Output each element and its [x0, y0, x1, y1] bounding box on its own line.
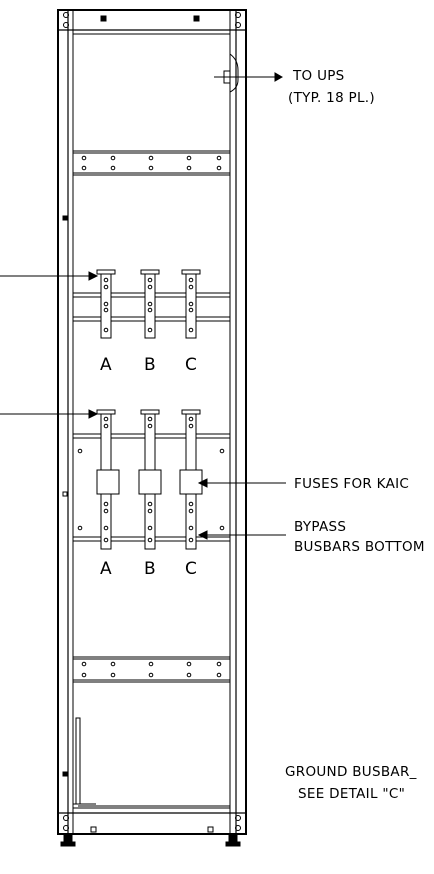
leader-lines	[0, 271, 286, 540]
upper-busbar-a	[96, 269, 116, 339]
lower-busbar-b	[138, 409, 162, 550]
upper-busbar-c	[181, 269, 201, 339]
upper-phase-labels: A B C	[100, 355, 197, 375]
upper-busbars	[96, 269, 201, 339]
ground-busbar	[73, 717, 230, 807]
upper-busbar-b	[140, 269, 160, 339]
fuse-c	[179, 469, 203, 495]
see-detail-label: SEE DETAIL "C"	[298, 786, 405, 802]
upper-phase-b-label: B	[144, 355, 156, 375]
upper-cross-bar	[72, 150, 231, 176]
lower-phase-b-label: B	[144, 559, 156, 579]
upper-phase-a-label: A	[100, 355, 112, 375]
cabinet-feet	[60, 833, 241, 847]
upper-phase-c-label: C	[185, 355, 197, 375]
ups-connector	[214, 70, 284, 84]
lower-phase-labels: A B C	[100, 559, 197, 579]
lower-busbar-a	[96, 409, 120, 550]
lower-busbars	[96, 409, 203, 550]
to-ups-label: TO UPS	[292, 68, 345, 84]
fuse-b	[138, 469, 162, 495]
callout-labels: TO UPS (TYP. 18 PL.) FUSES FOR KAIC BYPA…	[285, 68, 425, 802]
lower-phase-c-label: C	[185, 559, 197, 579]
cabinet-frame	[57, 9, 247, 835]
lower-phase-a-label: A	[100, 559, 112, 579]
ground-busbar-label: GROUND BUSBAR_	[285, 764, 417, 780]
fuse-a	[96, 469, 120, 495]
bypass-label-line1: BYPASS	[294, 519, 346, 535]
bypass-label-line2: BUSBARS BOTTOM	[294, 539, 425, 555]
lower-cross-bar	[72, 656, 231, 683]
fuses-label: FUSES FOR KAIC	[294, 476, 409, 492]
lower-busbar-c	[179, 409, 203, 550]
to-ups-typical-label: (TYP. 18 PL.)	[288, 90, 375, 106]
frame-holes	[62, 12, 241, 833]
